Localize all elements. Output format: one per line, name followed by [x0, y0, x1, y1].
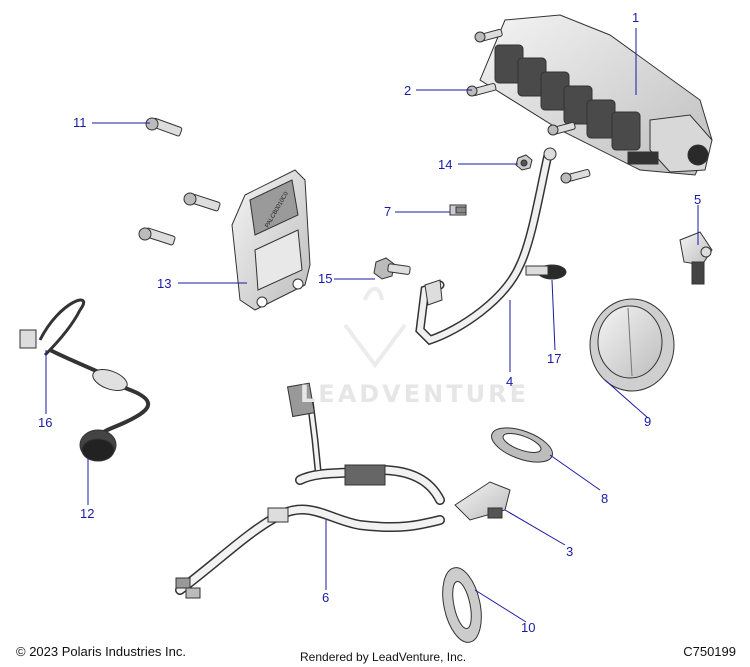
part-7-fuse — [449, 204, 467, 216]
part-14-nut — [515, 154, 533, 171]
callout-9: 9 — [644, 414, 652, 429]
callout-8: 8 — [601, 491, 609, 506]
callout-2: 2 — [404, 83, 412, 98]
watermark-logo — [343, 286, 407, 369]
callout-13: 13 — [157, 276, 172, 291]
callout-1: 1 — [632, 10, 640, 25]
callout-5: 5 — [694, 192, 702, 207]
part-9-grommet — [589, 298, 675, 392]
part-11-bolt — [145, 117, 183, 137]
part-4-battery-cable — [415, 147, 557, 346]
callout-leaders — [45, 28, 699, 623]
part-2-screws — [466, 28, 591, 184]
part-10-grommet-oval — [442, 567, 482, 643]
part-8-grommet-ring — [491, 427, 553, 463]
callout-14: 14 — [438, 157, 453, 172]
callout-10: 10 — [521, 620, 536, 635]
callout-15: 15 — [318, 271, 333, 286]
callout-6: 6 — [322, 590, 330, 605]
diagram-code: C750199 — [683, 644, 736, 659]
watermark-text: LEADVENTURE — [300, 380, 529, 408]
callout-16: 16 — [38, 415, 53, 430]
part-13-control-module: PALCB0010C0 — [231, 169, 311, 311]
part-1-fuse-block — [479, 14, 713, 176]
part-15-bolt — [373, 257, 411, 280]
callout-3: 3 — [566, 544, 574, 559]
callout-12: 12 — [80, 506, 95, 521]
part-17-clip — [525, 264, 567, 280]
rendered-by-text: Rendered by LeadVenture, Inc. — [300, 650, 467, 664]
callout-11: 11 — [73, 115, 87, 130]
callout-4: 4 — [506, 374, 514, 389]
part-3-boot — [454, 481, 511, 521]
part-5-connector — [679, 231, 713, 285]
part-6-wiring-harness — [175, 382, 445, 599]
module-bolts — [138, 192, 221, 246]
copyright-text: © 2023 Polaris Industries Inc. — [16, 644, 186, 659]
callout-17: 17 — [547, 351, 562, 366]
callout-7: 7 — [384, 204, 392, 219]
part-12-connector — [79, 429, 117, 462]
